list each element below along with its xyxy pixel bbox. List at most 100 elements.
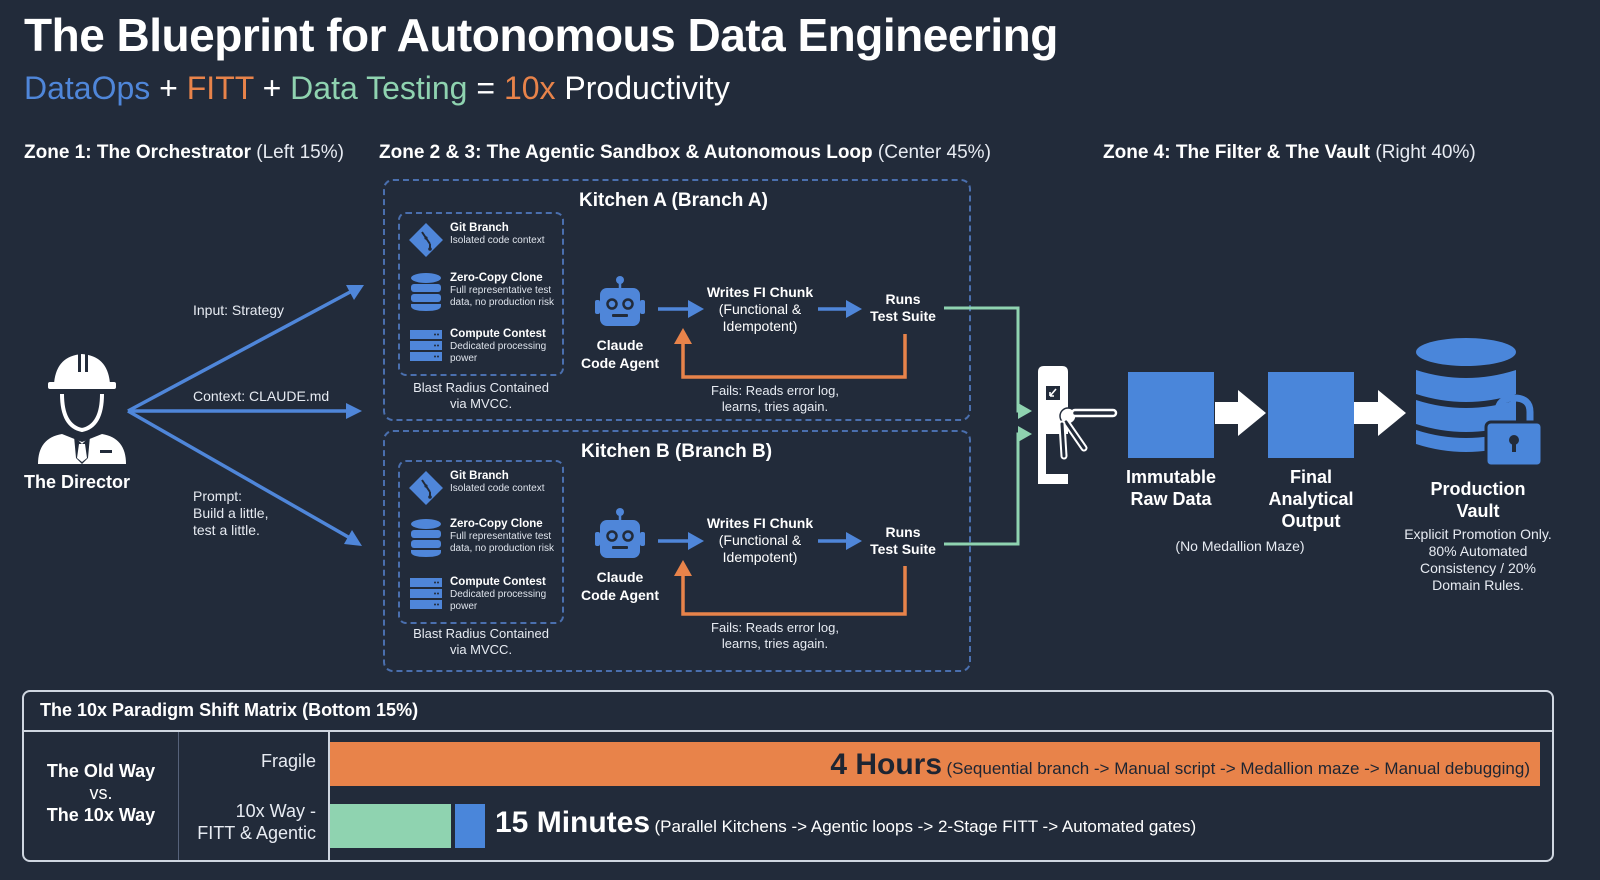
subtitle-equals: = xyxy=(467,70,504,106)
resource-desc: Dedicated processing power xyxy=(450,589,547,612)
prompt-line: Build a little, xyxy=(193,505,269,521)
runs-line: Test Suite xyxy=(870,541,936,557)
arrow-fail-loop-a xyxy=(674,328,907,379)
zone-4-scope: (Right 40%) xyxy=(1370,142,1476,163)
row-label-fragile: Fragile xyxy=(184,750,316,772)
vs-label: vs. xyxy=(89,783,113,803)
arrow-chunk-to-runs-b xyxy=(818,532,862,550)
kitchen-a xyxy=(383,179,971,421)
arrow-label-input: Input: Strategy xyxy=(193,302,285,318)
subtitle-plus: + xyxy=(150,70,187,106)
runs-line: Runs xyxy=(885,524,921,540)
resource-title: Git Branch xyxy=(450,470,509,482)
arrow-label-context: Context: CLAUDE.md xyxy=(193,388,330,404)
blast-line: Blast Radius Contained xyxy=(413,626,549,641)
resource-title: Zero-Copy Clone xyxy=(450,518,543,530)
runs-line: Test Suite xyxy=(870,308,936,324)
paradigm-shift-matrix: The 10x Paradigm Shift Matrix (Bottom 15… xyxy=(22,690,1554,862)
resource-desc: Full representative test data, no produc… xyxy=(450,285,554,308)
resource-title: Compute Contest xyxy=(450,576,546,588)
robot-icon xyxy=(592,276,648,332)
zone-2-3-title: Zone 2 & 3: The Agentic Sandbox & Autono… xyxy=(379,142,873,163)
resource-desc: Isolated code context xyxy=(450,235,545,246)
new-way-detail: (Parallel Kitchens -> Agentic loops -> 2… xyxy=(654,817,1197,836)
resource-title: Git Branch xyxy=(450,222,509,234)
kitchen-a-title: Kitchen A (Branch A) xyxy=(579,190,768,211)
kitchen-b-chunk-label: Writes FI Chunk (Functional & Idempotent… xyxy=(690,515,830,566)
new-way-value: 15 Minutes xyxy=(495,806,651,839)
kitchen-b-blast-radius: Blast Radius Contained via MVCC. xyxy=(398,626,564,658)
matrix-divider xyxy=(328,732,330,860)
director-label: The Director xyxy=(24,472,131,492)
arrow-pass-a xyxy=(944,306,1032,419)
fail-line: learns, tries again. xyxy=(721,399,829,414)
chunk-line: (Functional & xyxy=(718,301,802,317)
prompt-line: Prompt: xyxy=(193,488,243,504)
arrow-prompt xyxy=(127,409,362,546)
subtitle-plus: + xyxy=(253,70,291,106)
vault-title-line: Production xyxy=(1430,479,1526,499)
kitchen-b xyxy=(383,430,971,672)
blast-line: Blast Radius Contained xyxy=(413,380,549,395)
vault-desc-line: Explicit Promotion Only. xyxy=(1404,526,1552,542)
vault-label: Production Vault xyxy=(1408,478,1548,522)
zone-2-3-header: Zone 2 & 3: The Agentic Sandbox & Autono… xyxy=(379,142,991,164)
resource-desc: Isolated code context xyxy=(450,483,545,494)
row-label-line: 10x Way - xyxy=(235,801,316,821)
zone-4-title: Zone 4: The Filter & The Vault xyxy=(1103,142,1371,163)
resource-desc: Full representative test data, no produc… xyxy=(450,531,554,554)
kitchen-a-agent-label: Claude Code Agent xyxy=(570,336,670,372)
kitchen-a-runs-label: Runs Test Suite xyxy=(858,291,948,325)
subtitle-data-testing: Data Testing xyxy=(290,70,468,106)
raw-line: Immutable xyxy=(1125,467,1217,487)
fail-line: Fails: Reads error log, xyxy=(711,620,839,635)
turnstile-icon xyxy=(1036,364,1118,486)
page-title: The Blueprint for Autonomous Data Engine… xyxy=(24,9,1058,61)
arrow-agent-to-chunk-b xyxy=(658,532,704,550)
zone-2-3-scope: (Center 45%) xyxy=(872,142,991,163)
immutable-raw-data-block xyxy=(1128,372,1214,458)
kitchen-b-fail-label: Fails: Reads error log, learns, tries ag… xyxy=(690,620,860,652)
resource-desc: Dedicated processing power xyxy=(450,341,547,364)
page-subtitle: DataOps + FITT + Data Testing = 10x Prod… xyxy=(24,70,730,107)
git-branch-icon xyxy=(408,222,444,258)
database-icon xyxy=(408,272,444,311)
arrow-agent-to-chunk-a xyxy=(658,300,704,318)
arrow-label-prompt: Prompt: Build a little, test a little. xyxy=(193,488,268,539)
server-icon xyxy=(408,328,444,364)
row-label-line: FITT & Agentic xyxy=(197,823,316,843)
git-branch-icon xyxy=(408,470,444,506)
new-way-label: The 10x Way xyxy=(46,805,156,825)
runs-line: Runs xyxy=(885,291,921,307)
raw-data-label: Immutable Raw Data xyxy=(1106,466,1236,510)
zone-1-title: Zone 1: The Orchestrator xyxy=(24,142,251,163)
kitchen-b-agent-label: Claude Code Agent xyxy=(570,568,670,604)
zone-1-scope: (Left 15%) xyxy=(251,142,344,163)
no-medallion-note: (No Medallion Maze) xyxy=(1175,538,1305,554)
kitchen-a-blast-radius: Blast Radius Contained via MVCC. xyxy=(398,380,564,412)
old-way-label: The Old Way xyxy=(46,761,156,781)
server-icon xyxy=(408,576,444,612)
subtitle-fitt: FITT xyxy=(186,70,254,106)
vault-title-line: Vault xyxy=(1456,501,1500,521)
bar-10x-way xyxy=(330,804,451,848)
fail-line: Fails: Reads error log, xyxy=(711,383,839,398)
bar-old-way-text: 4 Hours (Sequential branch -> Manual scr… xyxy=(830,748,1530,782)
fail-line: learns, tries again. xyxy=(721,636,829,651)
final-line: Analytical xyxy=(1268,489,1354,509)
kitchen-b-runs-label: Runs Test Suite xyxy=(858,524,948,558)
database-lock-icon xyxy=(1414,336,1544,470)
resource-title: Compute Contest xyxy=(450,328,546,340)
matrix-divider xyxy=(178,732,179,860)
zone-4-header: Zone 4: The Filter & The Vault (Right 40… xyxy=(1103,142,1476,164)
row-label-line: Fragile xyxy=(260,751,316,771)
arrow-chunk-to-runs-a xyxy=(818,300,862,318)
old-way-value: 4 Hours xyxy=(830,748,943,781)
matrix-divider xyxy=(24,730,1552,732)
agent-line: Claude xyxy=(596,569,644,585)
vault-desc-line: Consistency / 20% xyxy=(1420,560,1536,576)
zone-1-header: Zone 1: The Orchestrator (Left 15%) xyxy=(24,142,344,164)
final-output-block xyxy=(1268,372,1354,458)
